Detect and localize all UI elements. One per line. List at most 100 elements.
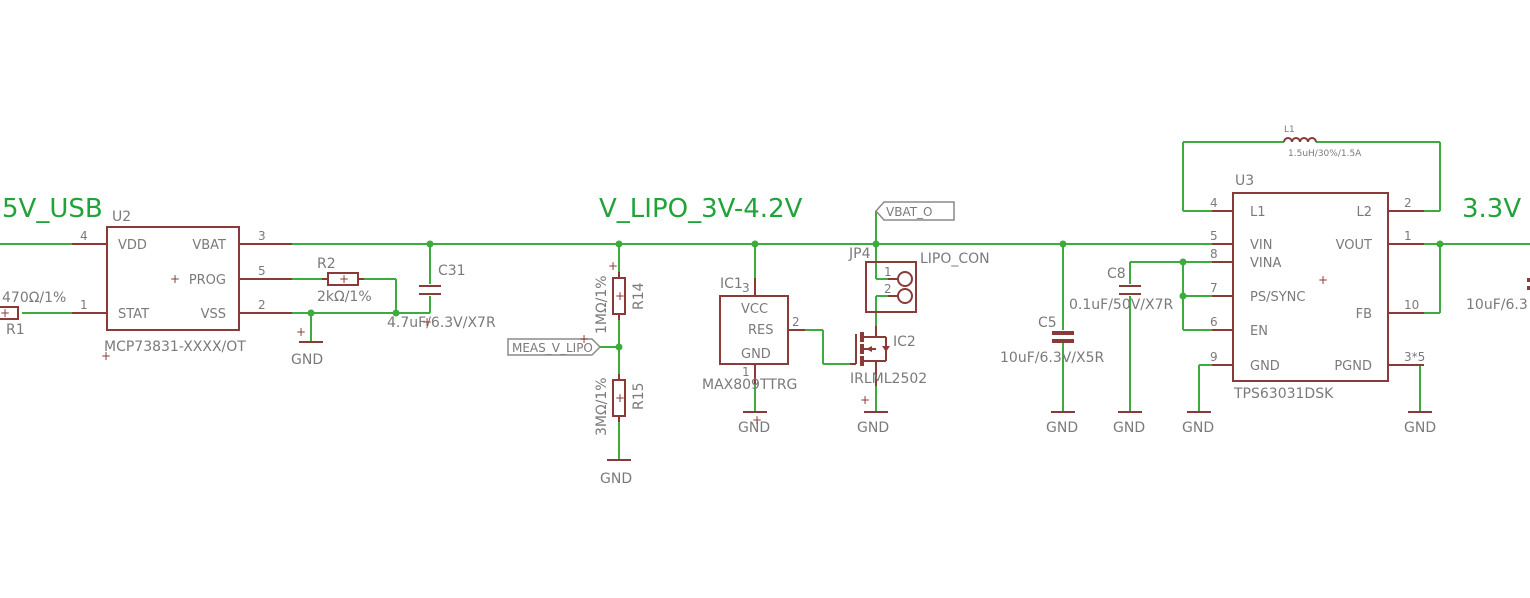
svg-text:+: + [860, 393, 870, 407]
r15-ref: R15 [631, 382, 647, 410]
pin-name-pgnd: PGND [1334, 359, 1372, 374]
ic-u3-buckboost[interactable]: L1 VIN VINA PS/SYNC EN GND L2 VOUT FB PG… [1210, 173, 1425, 402]
resistor-r14[interactable]: + R14 1MΩ/1% [594, 272, 647, 334]
pin-name-en: EN [1250, 324, 1268, 339]
junction-dot [1059, 240, 1067, 248]
capacitor-c5[interactable]: C5 10uF/6.3V/X5R [1000, 315, 1105, 366]
junction-dot [1179, 258, 1187, 266]
svg-text:+: + [579, 332, 589, 346]
pin-name-res: RES [748, 323, 774, 338]
ic-body [1232, 192, 1389, 382]
net-label-3v3: 3.3V [1462, 194, 1521, 224]
svg-text:10: 10 [1404, 298, 1419, 312]
svg-text:GND: GND [738, 420, 770, 436]
c5-value: 10uF/6.3V/X5R [1000, 350, 1105, 366]
u3-value: TPS63031DSK [1233, 386, 1334, 402]
svg-text:+: + [422, 315, 432, 329]
junction-dot [392, 309, 400, 317]
svg-text:2: 2 [258, 298, 266, 312]
gnd-symbol: GND [738, 411, 770, 436]
junction-dot [1436, 240, 1444, 248]
inductor-l1[interactable]: L1 1.5uH/30%/1.5A [1283, 125, 1362, 159]
gnd-symbol: GND [1113, 411, 1145, 436]
svg-text:2: 2 [884, 282, 892, 296]
gnd-symbol: GND [1404, 411, 1436, 436]
svg-text:GND: GND [600, 471, 632, 487]
svg-text:GND: GND [1113, 420, 1145, 436]
svg-text:+: + [1318, 273, 1328, 287]
svg-text:+: + [608, 259, 618, 273]
inductor-coil [1283, 137, 1317, 143]
pin-name-vss: VSS [201, 307, 226, 322]
svg-text:1: 1 [1404, 229, 1412, 243]
ic2-ref: IC2 [893, 334, 916, 350]
junction-dot [615, 343, 623, 351]
resistor-body [612, 379, 626, 417]
ic1-value: MAX809TTRG [702, 377, 797, 393]
c5-ref: C5 [1038, 315, 1057, 331]
net-flag-meas-v-lipo[interactable]: MEAS_V_LIPO [507, 338, 602, 356]
gnd-symbol: GND [1046, 411, 1078, 436]
r14-ref: R14 [631, 282, 647, 310]
vbat-flag-text: VBAT_O [886, 205, 933, 219]
svg-text:3*5: 3*5 [1404, 350, 1425, 364]
c8-value: 0.1uF/50V/X7R [1069, 297, 1174, 313]
origin-marks: + + + + + + + [101, 259, 870, 427]
svg-text:6: 6 [1210, 315, 1218, 329]
svg-text:3: 3 [258, 229, 266, 243]
svg-text:4: 4 [1210, 196, 1218, 210]
c8-ref: C8 [1107, 266, 1126, 282]
svg-text:+: + [615, 289, 625, 303]
gnd-symbol: GND [600, 459, 632, 487]
net-flag-vbat-o[interactable]: VBAT_O [874, 201, 955, 221]
capacitor-c31[interactable]: C31 4.7uF/6.3V/X7R [387, 263, 496, 331]
svg-text:1: 1 [742, 365, 750, 379]
svg-text:GND: GND [291, 352, 323, 368]
svg-text:8: 8 [1210, 247, 1218, 261]
l1-ref: L1 [1284, 125, 1295, 135]
ic-ic1-reset[interactable]: VCC RES GND 3 2 1 IC1 MAX809TTRG [702, 276, 805, 393]
pin-name-vout: VOUT [1336, 238, 1372, 253]
resistor-r2[interactable]: + R2 2kΩ/1% [317, 256, 372, 305]
r2-value: 2kΩ/1% [317, 289, 372, 305]
pin-name-gnd: GND [741, 347, 771, 362]
r15-value: 3MΩ/1% [594, 377, 610, 436]
mosfet-ic2[interactable]: IC2 IRLML2502 [850, 326, 927, 387]
net-label-v-lipo: V_LIPO_3V-4.2V [599, 194, 803, 224]
junction-dot [615, 240, 623, 248]
svg-text:GND: GND [1182, 420, 1214, 436]
pin-name-vcc: VCC [741, 302, 768, 317]
resistor-body [327, 272, 359, 286]
connector-body [865, 261, 917, 313]
gnd-symbol: GND [291, 341, 323, 368]
jp4-ref: JP4 [848, 246, 871, 262]
svg-text:+: + [296, 325, 306, 339]
pin-name-prog: PROG [189, 273, 226, 288]
pin-name-l1: L1 [1250, 205, 1266, 220]
resistor-r15[interactable]: + R15 3MΩ/1% [594, 374, 647, 436]
connector-jp4[interactable]: 1 2 JP4 LIPO_CON [848, 246, 990, 313]
capacitor-c8[interactable]: C8 0.1uF/50V/X7R [1069, 266, 1174, 313]
u2-ref: U2 [112, 209, 131, 225]
resistor-r1[interactable]: + 470Ω/1% R1 [0, 290, 66, 338]
pin-name-vdd: VDD [118, 238, 147, 253]
l1-value: 1.5uH/30%/1.5A [1288, 149, 1362, 159]
c31-ref: C31 [438, 263, 466, 279]
ic-u2-charger[interactable]: VDD STAT VBAT PROG VSS 4 1 3 5 2 + U2 MC… [72, 209, 292, 355]
r14-value: 1MΩ/1% [594, 275, 610, 334]
capacitor-output[interactable]: 10uF/6.3 [1466, 278, 1530, 313]
r1-value: 470Ω/1% [2, 290, 66, 306]
svg-text:1: 1 [80, 298, 88, 312]
svg-text:GND: GND [857, 420, 889, 436]
resistor-body [0, 306, 19, 320]
svg-text:5: 5 [1210, 229, 1218, 243]
pin-name-vbat: VBAT [192, 238, 226, 253]
pin-name-vina: VINA [1250, 256, 1281, 271]
r1-ref: R1 [6, 322, 25, 338]
svg-text:5: 5 [258, 264, 266, 278]
junctions [307, 240, 1444, 351]
pin-name-vin: VIN [1250, 238, 1272, 253]
svg-text:3: 3 [742, 281, 750, 295]
svg-text:9: 9 [1210, 350, 1218, 364]
junction-dot [307, 309, 315, 317]
